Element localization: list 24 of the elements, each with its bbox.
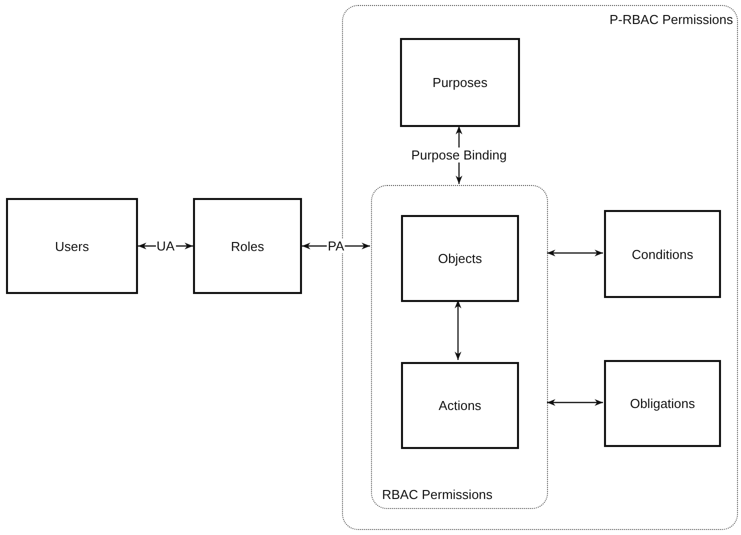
group-label: P-RBAC Permissions <box>609 12 733 27</box>
process-box <box>604 360 721 447</box>
double-arrow <box>547 250 603 256</box>
group-frame <box>342 5 738 530</box>
edge-label: PA <box>326 238 346 254</box>
group-frame <box>371 185 548 509</box>
box-label: Users <box>55 238 89 254</box>
box-label: Obligations <box>630 396 696 411</box>
double-arrow <box>547 399 603 406</box>
edge-label: Purpose Binding <box>410 148 508 162</box>
double-arrow <box>454 300 462 360</box>
box-label: Actions <box>438 398 482 413</box>
box-label: Purposes <box>432 75 488 90</box>
process-box <box>400 38 520 127</box>
process-box <box>401 215 519 302</box>
group-label: RBAC Permissions <box>382 487 493 502</box>
box-label: Roles <box>230 238 264 254</box>
box-label: Objects <box>438 251 482 266</box>
process-box <box>6 198 138 294</box>
edge-label: UA <box>155 238 176 254</box>
box-label: Conditions <box>632 246 694 262</box>
process-box <box>193 198 302 294</box>
process-box <box>401 362 519 449</box>
process-box <box>604 210 721 298</box>
